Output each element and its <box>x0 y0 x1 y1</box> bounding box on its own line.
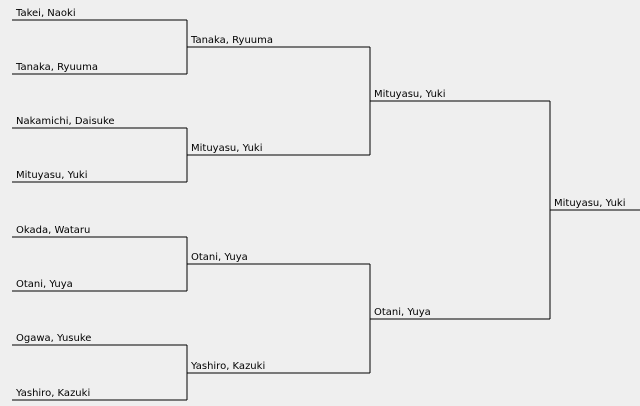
player-name: Yashiro, Kazuki <box>15 388 90 399</box>
bracket-lines <box>12 19 640 401</box>
player-name: Otani, Yuya <box>16 279 73 290</box>
player-name: Takei, Naoki <box>15 8 76 19</box>
player-name: Nakamichi, Daisuke <box>16 116 115 127</box>
player-name: Otani, Yuya <box>374 307 431 318</box>
player-name: Okada, Wataru <box>16 225 90 236</box>
player-name: Mituyasu, Yuki <box>16 170 87 181</box>
player-name: Tanaka, Ryuuma <box>190 35 273 46</box>
player-name: Ogawa, Yusuke <box>16 333 91 344</box>
player-name: Yashiro, Kazuki <box>190 361 265 372</box>
player-name: Mituyasu, Yuki <box>374 89 445 100</box>
player-name: Otani, Yuya <box>191 252 248 263</box>
player-name: Tanaka, Ryuuma <box>15 62 98 73</box>
champion-name: Mituyasu, Yuki <box>554 198 625 209</box>
player-name: Mituyasu, Yuki <box>191 143 262 154</box>
